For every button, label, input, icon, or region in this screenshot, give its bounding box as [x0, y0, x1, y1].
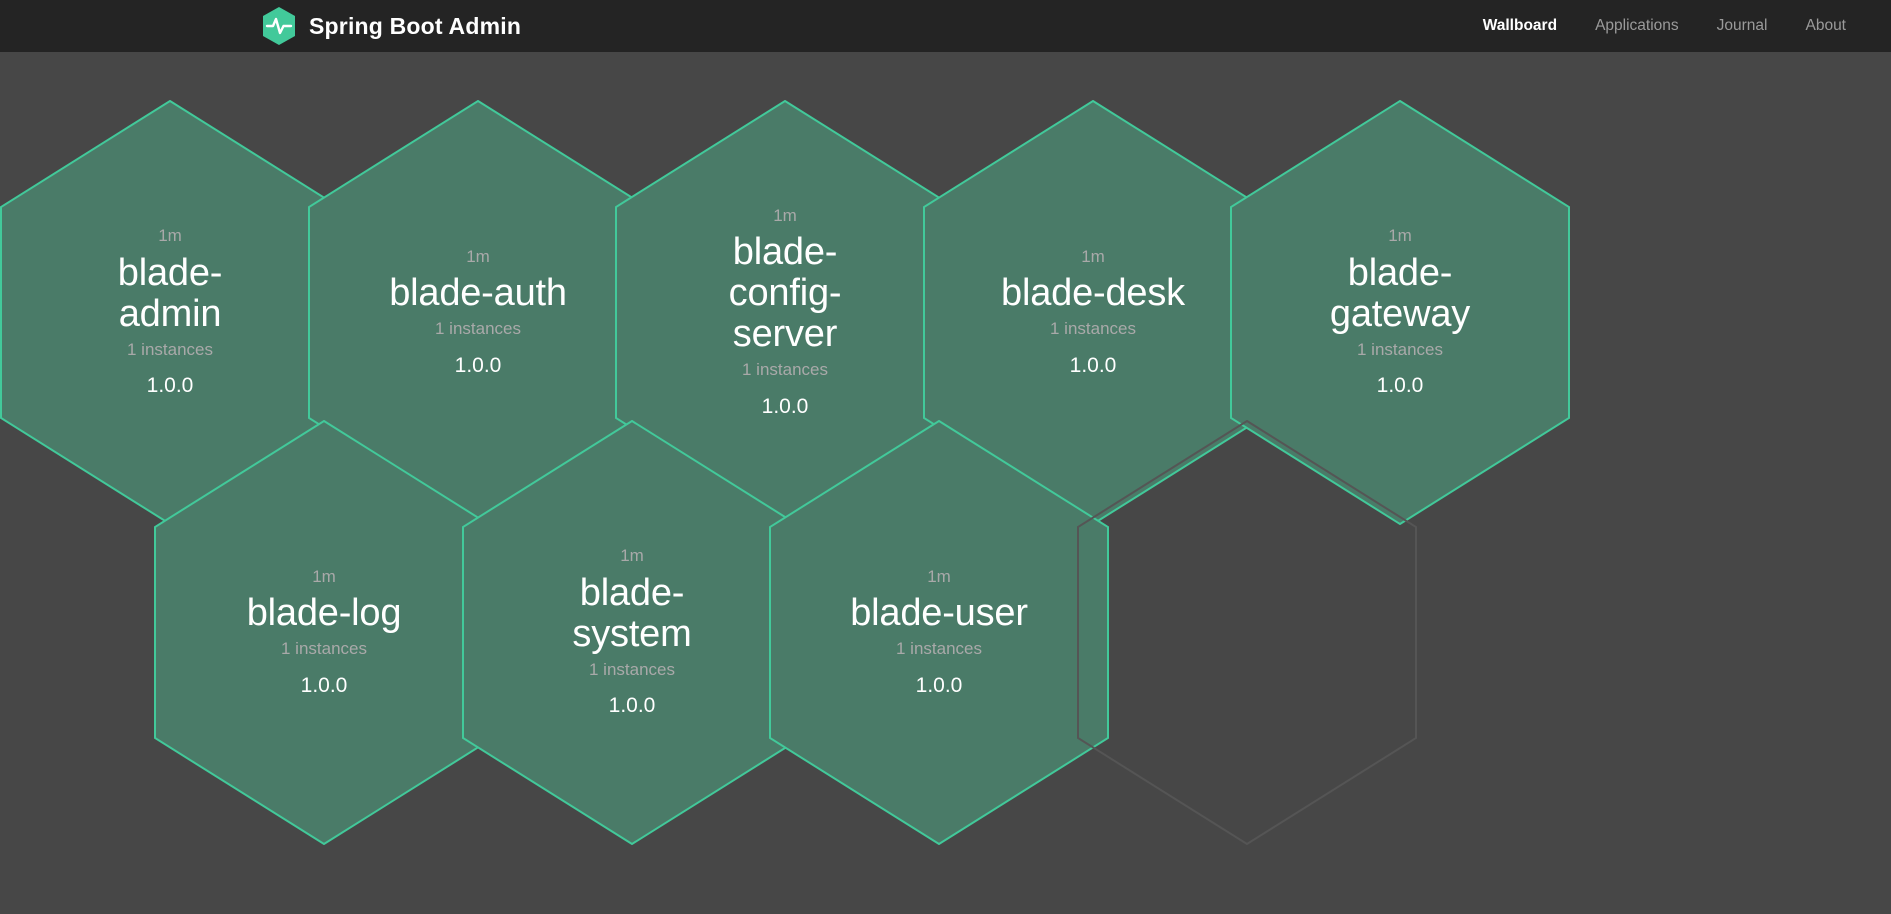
nav-link-about[interactable]: About: [1805, 17, 1846, 34]
hexagon-shape: [154, 420, 494, 845]
hexagon-shape: [769, 420, 1109, 845]
hexagon-shape: [462, 420, 802, 845]
brand-title: Spring Boot Admin: [309, 12, 522, 39]
top-navbar: Spring Boot Admin Wallboard Applications…: [0, 0, 1891, 52]
nav-link-wallboard[interactable]: Wallboard: [1482, 17, 1558, 34]
nav-link-journal[interactable]: Journal: [1716, 17, 1768, 34]
hexagon-placeholder: [1077, 420, 1417, 845]
heartbeat-hexagon-icon: [261, 6, 297, 46]
hexagon-shape: [1077, 420, 1417, 845]
brand-link[interactable]: Spring Boot Admin: [261, 6, 521, 46]
hexagon-shape: [1230, 100, 1570, 525]
primary-nav: Wallboard Applications Journal About: [1483, 17, 1846, 35]
nav-link-applications[interactable]: Applications: [1595, 17, 1679, 34]
